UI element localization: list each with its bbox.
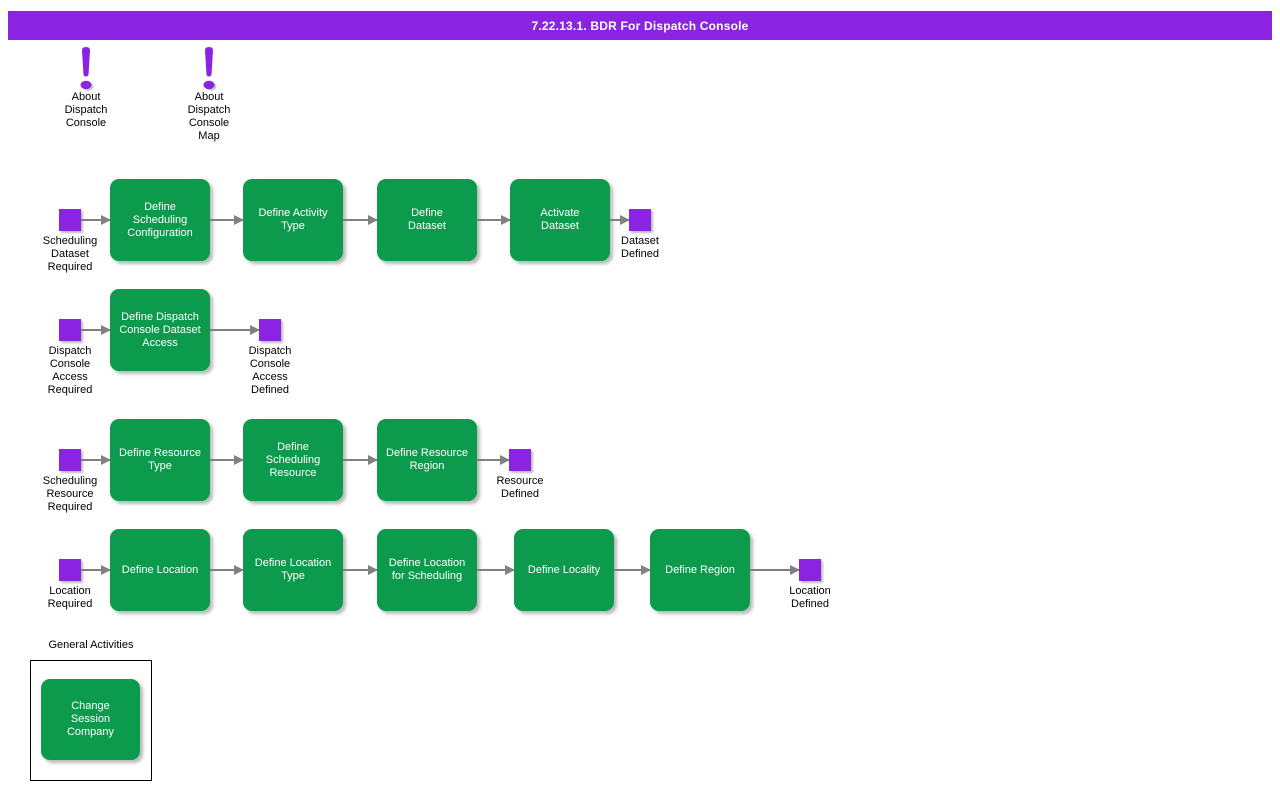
flow-arrow [477,455,510,465]
event-scheduling-resource-required [59,449,81,471]
exclamation-icon [203,47,217,91]
page-title: 7.22.13.1. BDR For Dispatch Console [531,18,749,33]
flow-arrow [210,455,244,465]
flow-arrow [343,215,378,225]
event-location-defined [799,559,821,581]
event-scheduling-dataset-required [59,209,81,231]
flow-arrow [81,455,111,465]
task-define-location-type[interactable]: Define Location Type [243,529,343,611]
info-icon-about-dispatch-console[interactable] [75,47,97,96]
event-label-scheduling-dataset-required: Scheduling Dataset Required [42,235,98,273]
task-activate-dataset[interactable]: Activate Dataset [510,179,610,261]
task-change-session-company[interactable]: Change Session Company [41,679,140,760]
task-define-location-for-scheduling[interactable]: Define Location for Scheduling [377,529,477,611]
task-define-activity-type[interactable]: Define Activity Type [243,179,343,261]
task-define-scheduling-resource[interactable]: Define Scheduling Resource [243,419,343,501]
info-icon-label-about-dispatch-console: About Dispatch Console [64,91,108,129]
info-icon-about-dispatch-console-map[interactable] [198,47,220,96]
flow-arrow [477,565,515,575]
flow-arrow [210,565,244,575]
exclamation-icon [80,47,94,91]
event-label-dataset-defined: Dataset Defined [621,235,659,260]
event-label-dispatch-console-access-defined: Dispatch Console Access Defined [248,345,292,396]
task-define-location[interactable]: Define Location [110,529,210,611]
event-location-required [59,559,81,581]
flow-arrow [81,565,111,575]
flow-arrow [750,565,800,575]
flow-arrow [210,325,260,335]
event-dispatch-console-access-required [59,319,81,341]
title-bar: 7.22.13.1. BDR For Dispatch Console [8,11,1272,40]
task-define-locality[interactable]: Define Locality [514,529,614,611]
task-define-dispatch-console-dataset-access[interactable]: Define Dispatch Console Dataset Access [110,289,210,371]
task-define-resource-region[interactable]: Define Resource Region [377,419,477,501]
flow-arrow [81,215,111,225]
event-label-resource-defined: Resource Defined [496,475,544,500]
task-define-resource-type[interactable]: Define Resource Type [110,419,210,501]
event-label-dispatch-console-access-required: Dispatch Console Access Required [47,345,93,396]
flow-arrow [614,565,651,575]
flow-arrow [477,215,511,225]
event-resource-defined [509,449,531,471]
event-dataset-defined [629,209,651,231]
task-define-scheduling-configuration[interactable]: Define Scheduling Configuration [110,179,210,261]
task-define-dataset[interactable]: Define Dataset [377,179,477,261]
flow-arrow [343,455,378,465]
flow-arrow [210,215,244,225]
event-label-location-defined: Location Defined [789,585,831,610]
flow-arrow [81,325,111,335]
task-define-region[interactable]: Define Region [650,529,750,611]
general-activities-label: General Activities [48,639,134,651]
flow-arrow [343,565,378,575]
event-dispatch-console-access-defined [259,319,281,341]
event-label-scheduling-resource-required: Scheduling Resource Required [42,475,98,513]
event-label-location-required: Location Required [47,585,93,610]
info-icon-label-about-dispatch-console-map: About Dispatch Console Map [187,91,231,142]
flow-arrow [610,215,630,225]
